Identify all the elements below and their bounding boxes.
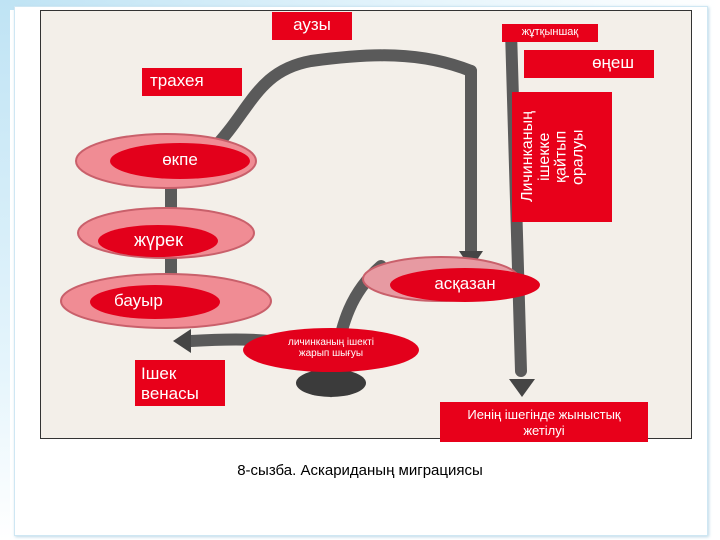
return-label-box: Личинканың ішекке қайтып оралуы bbox=[512, 92, 612, 222]
left-accent-bar bbox=[0, 0, 10, 540]
arrow-left-vein bbox=[173, 329, 191, 353]
heart-label: жүрек bbox=[98, 225, 218, 257]
larva-breach-label: личинканың ішекті жарып шығуы bbox=[243, 328, 419, 372]
crawl-label: өңеш bbox=[524, 50, 654, 78]
return-label: Личинканың ішекке қайтып оралуы bbox=[519, 111, 587, 203]
intestine-blob bbox=[296, 369, 366, 397]
liver-label: бауыр bbox=[90, 285, 220, 319]
path-lung-to-mouth bbox=[205, 49, 477, 157]
figure-caption: 8-сызба. Аскариданың миграциясы bbox=[237, 462, 483, 479]
lung-label: өкпе bbox=[110, 143, 250, 179]
esophagus-label: жұтқыншақ bbox=[502, 24, 598, 42]
intestine-vein-label: Ішек венасы bbox=[135, 360, 225, 406]
trachea-label: трахея bbox=[142, 68, 242, 96]
top-accent-bar bbox=[0, 0, 720, 10]
mouth-label: аузы bbox=[272, 12, 352, 40]
stomach-label: асқазан bbox=[390, 268, 540, 302]
maturation-label: Иенің ішегінде жыныстық жетілуі bbox=[440, 402, 648, 442]
arrow-down-intestine bbox=[509, 379, 535, 397]
